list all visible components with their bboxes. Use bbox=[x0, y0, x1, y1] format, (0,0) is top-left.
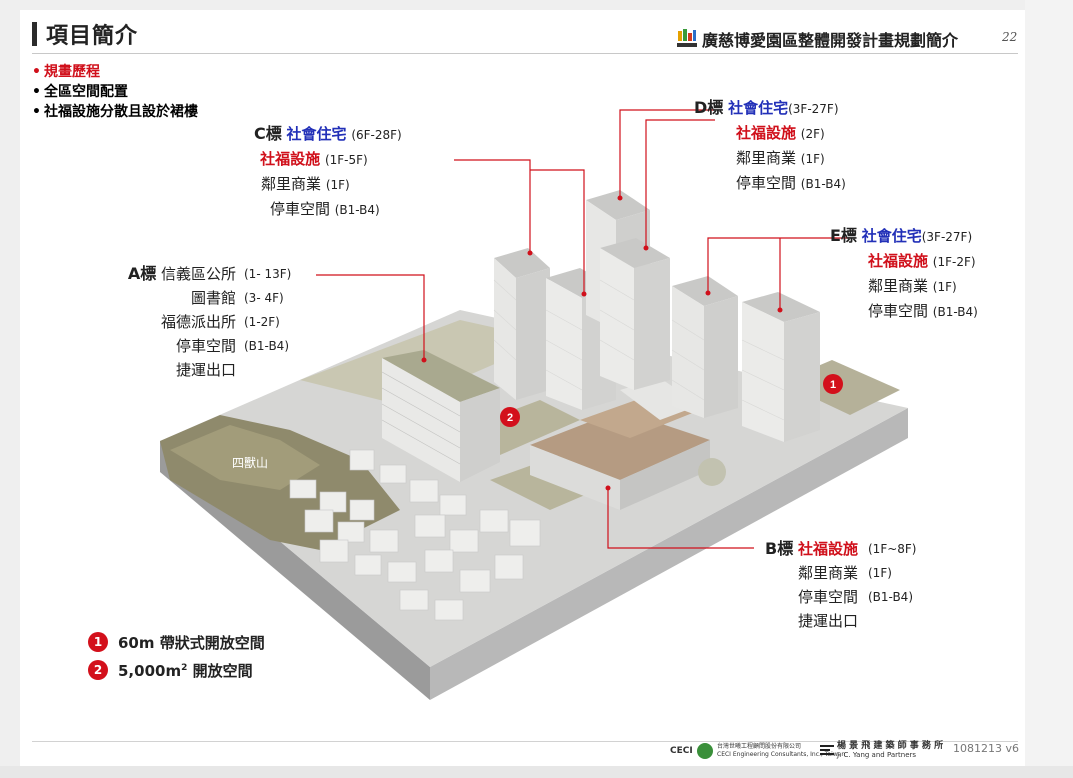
label-a-floors: (B1-B4) bbox=[244, 339, 289, 353]
label-block-b: B標 社福設施 (1F~8F) 鄰里商業 (1F) 停車空間 (B1-B4) 捷運出口 bbox=[734, 537, 917, 633]
label-c-floors: (1F) bbox=[325, 178, 350, 192]
open-space-marker-2: 2 bbox=[500, 407, 520, 427]
bullet-list: •規畫歷程 •全區空間配置 •社福設施分散且設於裙樓 bbox=[32, 62, 198, 122]
label-b-tag: B標 bbox=[765, 539, 794, 558]
label-c-line: 社會住宅 bbox=[286, 125, 347, 143]
label-block-a: A標 信義區公所(1- 13F) 圖書館(3- 4F) 福德派出所(1-2F) … bbox=[88, 262, 292, 382]
label-b-line: 停車空間 bbox=[797, 588, 858, 606]
label-e-line: 停車空間 bbox=[868, 302, 929, 320]
label-b-line: 捷運出口 bbox=[797, 612, 858, 630]
ceci-company: 台灣世曦工程顧問股份有限公司 CECI Engineering Consulta… bbox=[717, 743, 846, 758]
svg-text:2: 2 bbox=[507, 412, 513, 424]
label-b-line: 社福設施 bbox=[797, 540, 858, 558]
legend-item: 1 60m 帶狀式開放空間 bbox=[88, 628, 265, 656]
architect-name: 楊 景 飛 建 築 師 事 務 所 J. C. Yang and Partner… bbox=[837, 741, 944, 760]
label-e-floors: (1F) bbox=[932, 280, 957, 294]
label-d-floors: (3F-27F) bbox=[788, 102, 839, 116]
label-d-floors: (2F) bbox=[800, 127, 825, 141]
bullet-item: •規畫歷程 bbox=[32, 64, 100, 80]
bullet-item: •全區空間配置 bbox=[32, 84, 128, 100]
label-a-floors: (1-2F) bbox=[244, 315, 280, 329]
title-accent-bar bbox=[32, 22, 37, 46]
label-b-floors: (B1-B4) bbox=[868, 590, 913, 604]
label-a-line: 停車空間 bbox=[175, 337, 236, 355]
header-right-title: 廣慈博愛園區整體開發計畫規劃簡介 bbox=[702, 31, 959, 50]
label-e-floors: (1F-2F) bbox=[932, 255, 976, 269]
label-c-line: 社福設施 bbox=[260, 150, 321, 168]
label-b-floors: (1F) bbox=[868, 566, 892, 580]
label-d-tag: D標 bbox=[694, 98, 724, 117]
legend-badge: 1 bbox=[88, 632, 108, 652]
viewer-bottom-margin bbox=[0, 766, 1073, 778]
ceci-logo-icon bbox=[697, 743, 713, 759]
label-e-floors: (B1-B4) bbox=[932, 305, 978, 319]
label-c-tag: C標 bbox=[254, 124, 282, 143]
site-illustration: 1 2 四獸山 bbox=[160, 109, 908, 700]
label-block-e: E標 社會住宅(3F-27F) 社福設施 (1F-2F) 鄰里商業 (1F) 停… bbox=[830, 224, 978, 324]
label-c-floors: (B1-B4) bbox=[334, 203, 380, 217]
label-c-floors: (6F-28F) bbox=[351, 128, 402, 142]
label-e-line: 社會住宅 bbox=[861, 227, 922, 245]
page-number: 22 bbox=[1002, 30, 1018, 44]
label-a-floors: (3- 4F) bbox=[244, 291, 284, 305]
label-d-line: 鄰里商業 bbox=[736, 149, 797, 167]
label-a-line: 福德派出所 bbox=[160, 313, 236, 331]
label-b-line: 鄰里商業 bbox=[797, 564, 858, 582]
label-b-floors: (1F~8F) bbox=[868, 542, 917, 556]
label-block-c: C標 社會住宅 (6F-28F) 社福設施 (1F-5F) 鄰里商業 (1F) … bbox=[254, 122, 402, 222]
footer-divider bbox=[32, 741, 1018, 742]
hill-label: 四獸山 bbox=[232, 456, 268, 470]
label-e-tag: E標 bbox=[830, 226, 857, 245]
label-c-line: 停車空間 bbox=[269, 200, 330, 218]
label-a-line: 捷運出口 bbox=[175, 361, 236, 379]
bullet-item: •社福設施分散且設於裙樓 bbox=[32, 104, 198, 120]
label-a-line: 圖書館 bbox=[190, 289, 236, 307]
label-c-floors: (1F-5F) bbox=[324, 153, 368, 167]
label-e-floors: (3F-27F) bbox=[921, 230, 973, 244]
label-c-line: 鄰里商業 bbox=[261, 175, 322, 193]
slide: 項目簡介 廣慈博愛園區整體開發計畫規劃簡介 22 •規畫歷程 •全區空間配置 •… bbox=[20, 10, 1025, 766]
legend-badge: 2 bbox=[88, 660, 108, 680]
ceci-label: CECI bbox=[670, 746, 693, 756]
label-d-line: 社會住宅 bbox=[728, 99, 789, 117]
label-a-tag: A標 bbox=[127, 264, 157, 283]
label-d-line: 社福設施 bbox=[736, 124, 797, 142]
viewer-right-margin bbox=[1025, 0, 1073, 778]
slide-title: 項目簡介 bbox=[46, 24, 139, 49]
architect-logo-icon bbox=[820, 745, 834, 755]
header-divider bbox=[32, 53, 1018, 54]
label-block-d: D標 社會住宅(3F-27F) 社福設施 (2F) 鄰里商業 (1F) 停車空間… bbox=[694, 96, 846, 196]
label-a-line: 信義區公所 bbox=[160, 265, 236, 283]
taipei-logo-icon bbox=[677, 29, 697, 47]
legend: 1 60m 帶狀式開放空間 2 5,000m2 開放空間 bbox=[88, 628, 265, 684]
label-d-floors: (B1-B4) bbox=[800, 177, 846, 191]
label-d-line: 停車空間 bbox=[736, 174, 797, 192]
legend-text: 60m 帶狀式開放空間 bbox=[118, 633, 265, 652]
legend-text: 5,000m2 開放空間 bbox=[118, 661, 253, 680]
open-space-marker-1: 1 bbox=[823, 374, 843, 394]
legend-item: 2 5,000m2 開放空間 bbox=[88, 656, 265, 684]
svg-text:1: 1 bbox=[830, 379, 836, 391]
label-d-floors: (1F) bbox=[800, 152, 825, 166]
label-e-line: 鄰里商業 bbox=[868, 277, 929, 295]
label-e-line: 社福設施 bbox=[868, 252, 929, 270]
version-label: 1081213 v6 bbox=[953, 742, 1019, 755]
label-a-floors: (1- 13F) bbox=[244, 267, 292, 281]
